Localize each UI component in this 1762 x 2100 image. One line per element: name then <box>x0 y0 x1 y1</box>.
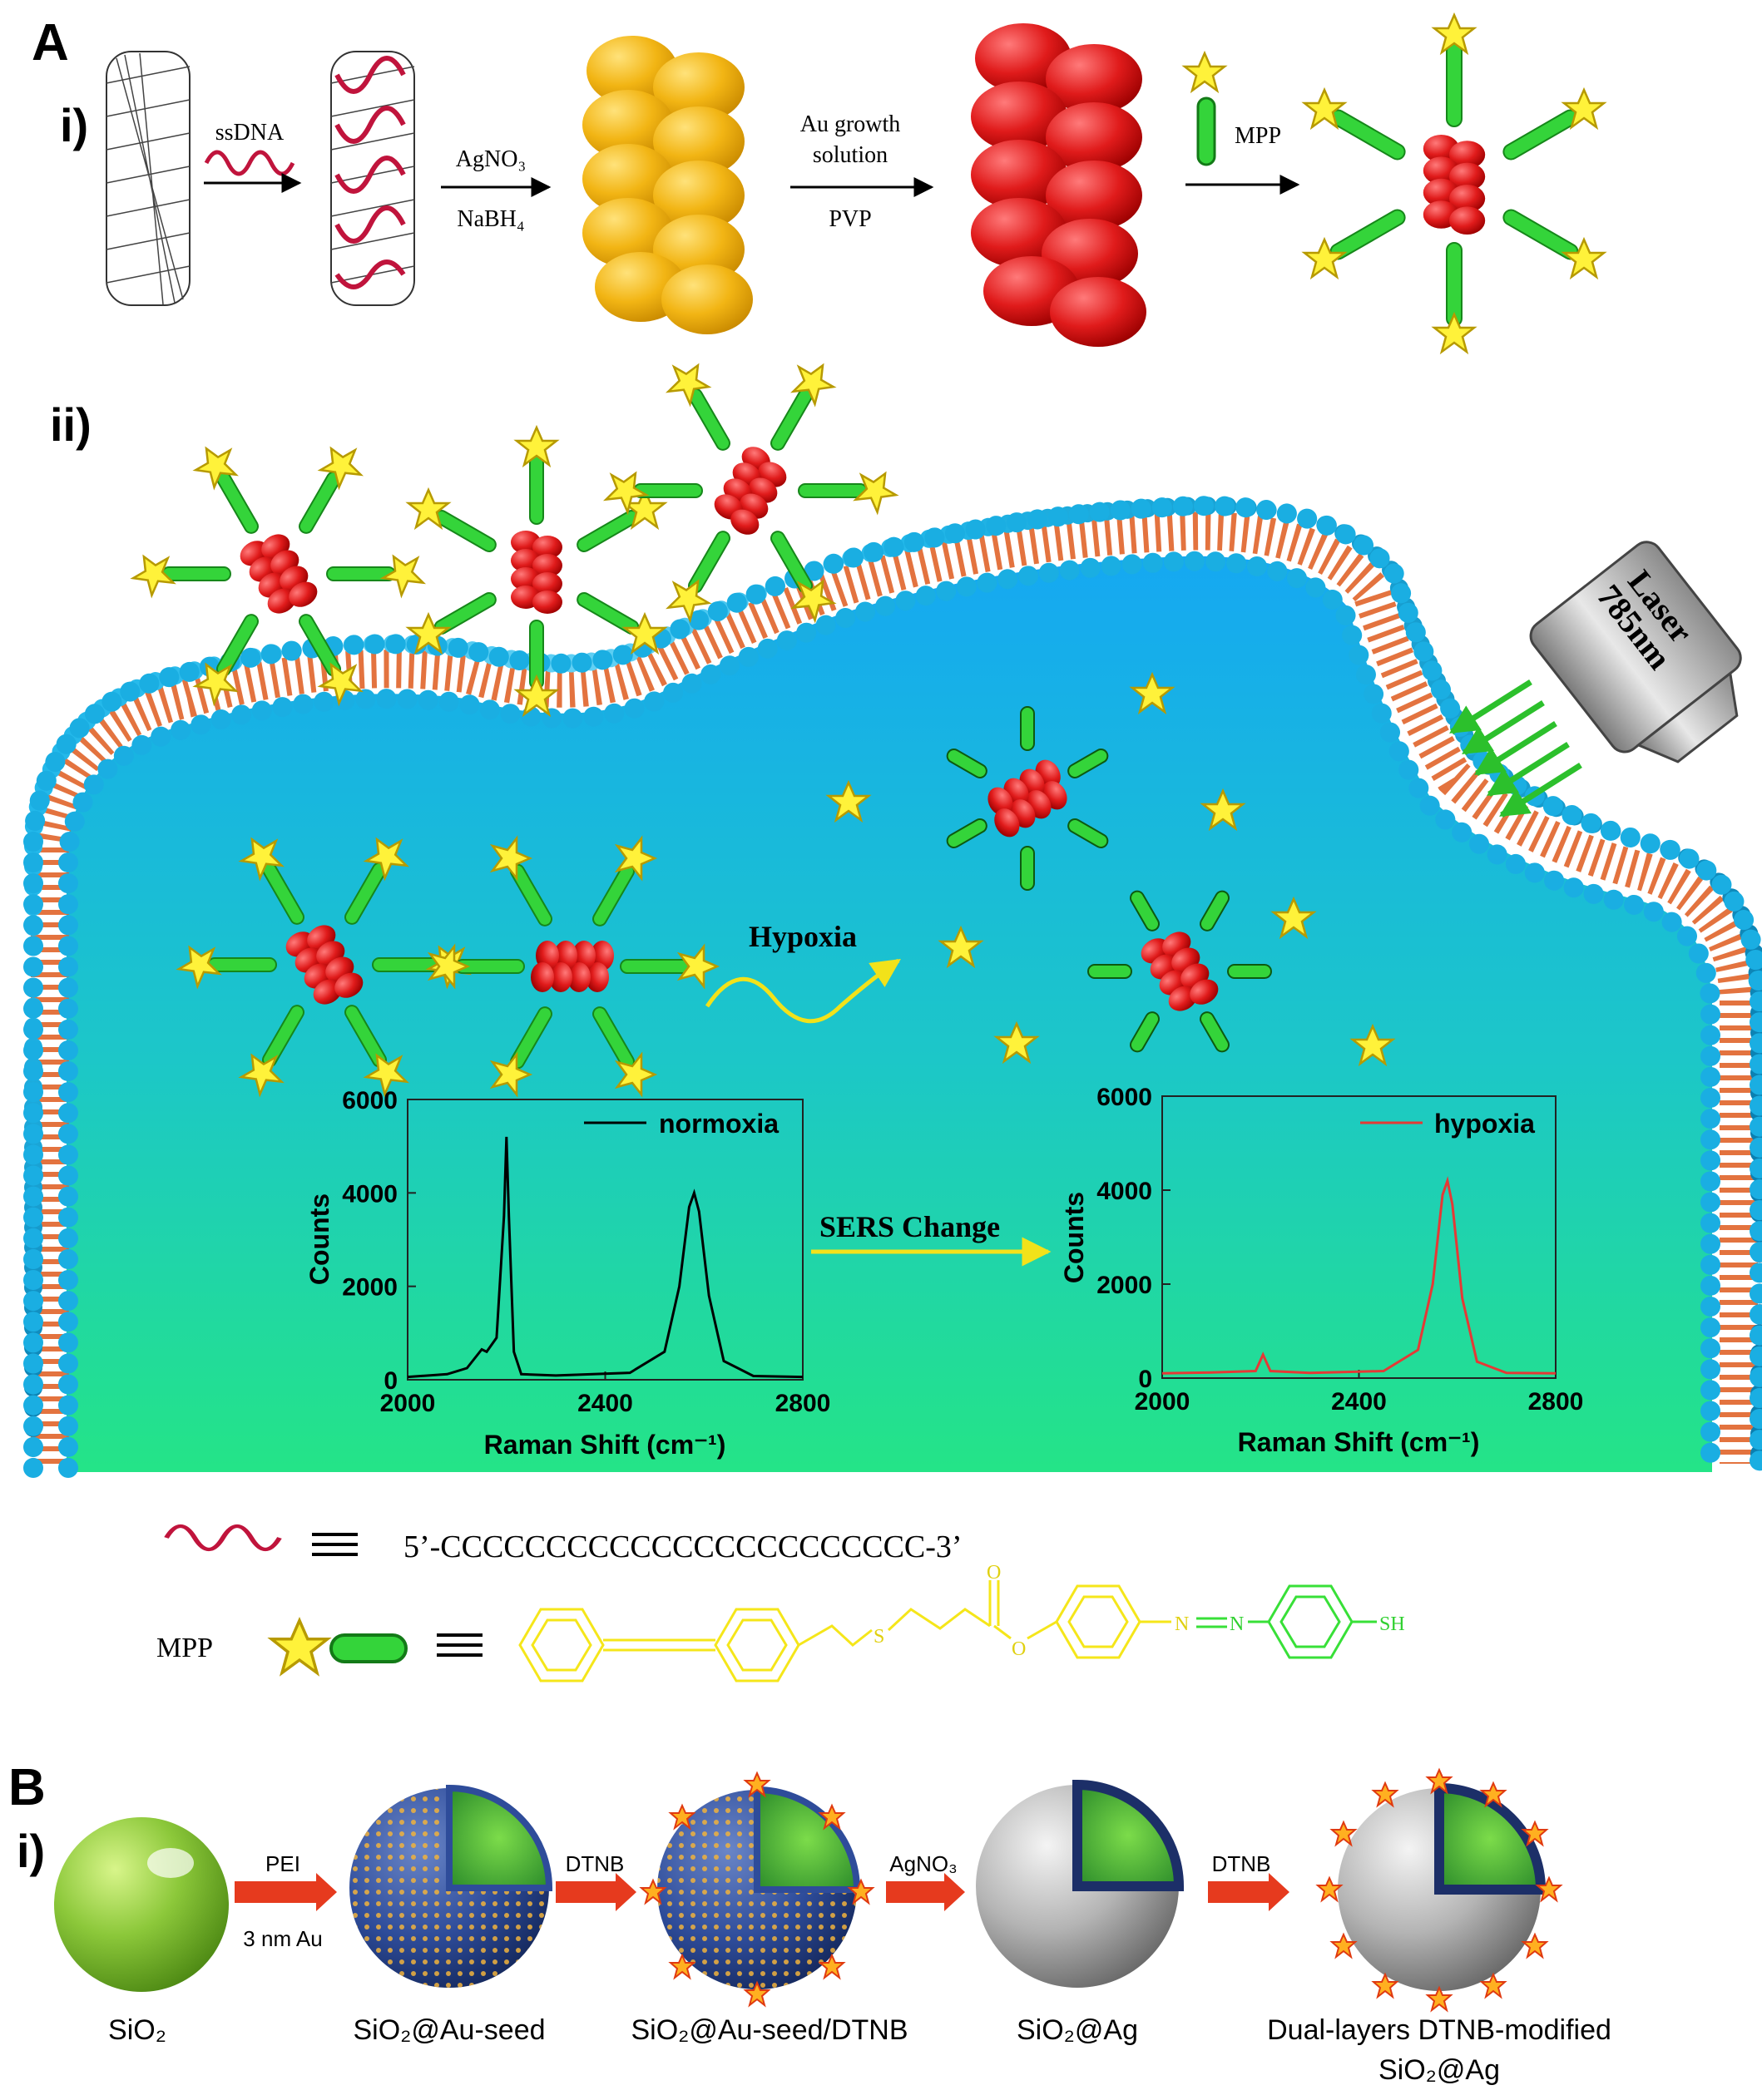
chart-1-ytick-label: 6000 <box>342 1087 398 1114</box>
panel-a-sub-i: i) <box>60 99 88 151</box>
au-growth-label-2: solution <box>813 142 888 168</box>
chart-1-xlabel: Raman Shift (cm⁻¹) <box>484 1430 726 1460</box>
chem-sulfur: S <box>874 1626 884 1648</box>
dna-sequence: 5’-CCCCCCCCCCCCCCCCCCCCCCC-3’ <box>403 1529 963 1564</box>
chart-2-xtick-label: 2000 <box>1135 1388 1190 1416</box>
sers-change-arrow: SERS Change <box>811 1210 1052 1267</box>
chart-2-legend-label: hypoxia <box>1434 1109 1535 1139</box>
membrane-outer-heads <box>23 496 1762 1478</box>
chem-nitrogen-2: N <box>1230 1613 1244 1635</box>
panel-b-label: B <box>8 1759 46 1816</box>
free-cluster <box>125 437 431 709</box>
chem-oxygen-ester: O <box>1012 1638 1026 1660</box>
cleaved-cluster <box>946 706 1109 891</box>
laser-beam-arrows <box>1449 679 1582 818</box>
dual-layer-dtnb-particle <box>1317 1769 1562 2011</box>
chart-2-ytick-label: 6000 <box>1096 1084 1152 1111</box>
arrow-pei-label: PEI <box>265 1851 300 1876</box>
chart-1-xtick-label: 2800 <box>775 1390 831 1417</box>
arrow-agno3-b-label: AgNO₃ <box>889 1851 957 1876</box>
arrow-au-seed-label: 3 nm Au <box>243 1926 322 1951</box>
chart-2-ytick-label: 2000 <box>1096 1272 1152 1299</box>
free-cluster <box>407 426 666 716</box>
cell-interior <box>67 556 1712 1472</box>
panel-a-label: A <box>32 14 69 72</box>
mpp-chemical-structure <box>518 1580 1377 1682</box>
free-cluster <box>598 354 904 625</box>
chart-1-legend-label: normoxia <box>659 1109 779 1139</box>
chem-oxygen-carbonyl: O <box>987 1562 1001 1584</box>
caption-sio2-ag: SiO₂@Ag <box>1017 2014 1138 2046</box>
chart-1-ylabel: Counts <box>304 1193 334 1285</box>
mpp-legend-label: MPP <box>156 1633 213 1663</box>
hypoxia-label: Hypoxia <box>749 920 857 953</box>
gold-particle-chain <box>582 36 753 334</box>
sio2-ag-particle <box>976 1779 1185 1988</box>
caption-sio2: SiO₂ <box>108 2014 166 2046</box>
arrow-pei: PEI 3 nm Au <box>235 1851 337 1951</box>
chart-2-xtick-label: 2800 <box>1528 1388 1584 1416</box>
arrow-ssdna: ssDNA <box>204 120 302 193</box>
caption-sio2-au-seed-dtnb: SiO₂@Au-seed/DTNB <box>631 2014 908 2046</box>
ssdna-label: ssDNA <box>215 120 285 146</box>
au-growth-label-1: Au growth <box>800 111 901 137</box>
caption-dual-layers: Dual-layers DTNB-modified <box>1267 2014 1611 2046</box>
pvp-label: PVP <box>829 206 871 232</box>
arrow-au-growth: Au growth solution PVP <box>790 111 934 232</box>
chart-2-ytick-label: 4000 <box>1096 1178 1152 1205</box>
chem-nitrogen-1: N <box>1175 1613 1189 1635</box>
mpp-star-icon <box>270 1618 329 1675</box>
carbon-nanotube <box>106 51 191 306</box>
caption-sio2-au-seed: SiO₂@Au-seed <box>353 2014 545 2046</box>
chart-2-xlabel: Raman Shift (cm⁻¹) <box>1238 1427 1480 1457</box>
functionalized-cluster <box>1303 13 1606 353</box>
sers-change-label: SERS Change <box>819 1210 1000 1243</box>
hypoxia-arrow: Hypoxia <box>705 920 901 1024</box>
chart-1-series-line <box>407 1136 804 1379</box>
arrow-agno3: AgNO₃ NaBH₄ <box>441 146 552 232</box>
chart-2-ylabel: Counts <box>1059 1192 1089 1283</box>
chart-2-series-line <box>1161 1176 1557 1375</box>
mpp-star-icon <box>1183 52 1226 92</box>
arrow-dtnb-2-label: DTNB <box>1212 1851 1271 1876</box>
intracellular-cluster <box>428 837 719 1096</box>
red-particle-chain <box>971 23 1146 347</box>
panel-a-sub-ii: ii) <box>50 398 92 451</box>
chart-1-xtick-label: 2000 <box>380 1390 436 1417</box>
sio2-sphere <box>54 1817 229 1992</box>
agno3-label: AgNO₃ <box>456 146 526 172</box>
sio2-au-seed-particle <box>349 1784 553 1988</box>
chart-2-xtick-label: 2400 <box>1331 1388 1387 1416</box>
chart-1-ytick-label: 2000 <box>342 1274 398 1302</box>
chart-1-xtick-label: 2400 <box>577 1390 633 1417</box>
chem-thiol: SH <box>1379 1613 1405 1635</box>
chart-1-ytick-label: 4000 <box>342 1180 398 1208</box>
arrow-dtnb-2: DTNB <box>1208 1851 1289 1911</box>
panel-b-sub-i: i) <box>17 1825 45 1877</box>
cleaved-cluster <box>1087 890 1272 1053</box>
chart-1-ytick-label: 0 <box>384 1367 398 1395</box>
arrow-mpp: MPP <box>1183 52 1300 195</box>
arrow-dtnb-1: DTNB <box>556 1851 636 1911</box>
arrow-dtnb-1-label: DTNB <box>566 1851 625 1876</box>
mpp-legend: MPP <box>156 1562 1405 1682</box>
laser-objective-icon: 785nm Laser <box>1529 541 1742 763</box>
sio2-au-seed-dtnb-particle <box>641 1772 874 2006</box>
dna-legend: 5’-CCCCCCCCCCCCCCCCCCCCCCC-3’ <box>164 1524 963 1564</box>
arrow-agno3-b: AgNO₃ <box>886 1851 965 1911</box>
dna-wrapped-nanotube <box>330 51 415 306</box>
intracellular-cluster <box>171 828 477 1099</box>
chart-2-ytick-label: 0 <box>1138 1366 1152 1393</box>
membrane-inner-heads <box>58 551 1720 1478</box>
caption-dual-layers-2: SiO₂@Ag <box>1378 2054 1500 2086</box>
nabh4-label: NaBH₄ <box>457 206 524 232</box>
mpp-step-label: MPP <box>1235 123 1281 149</box>
